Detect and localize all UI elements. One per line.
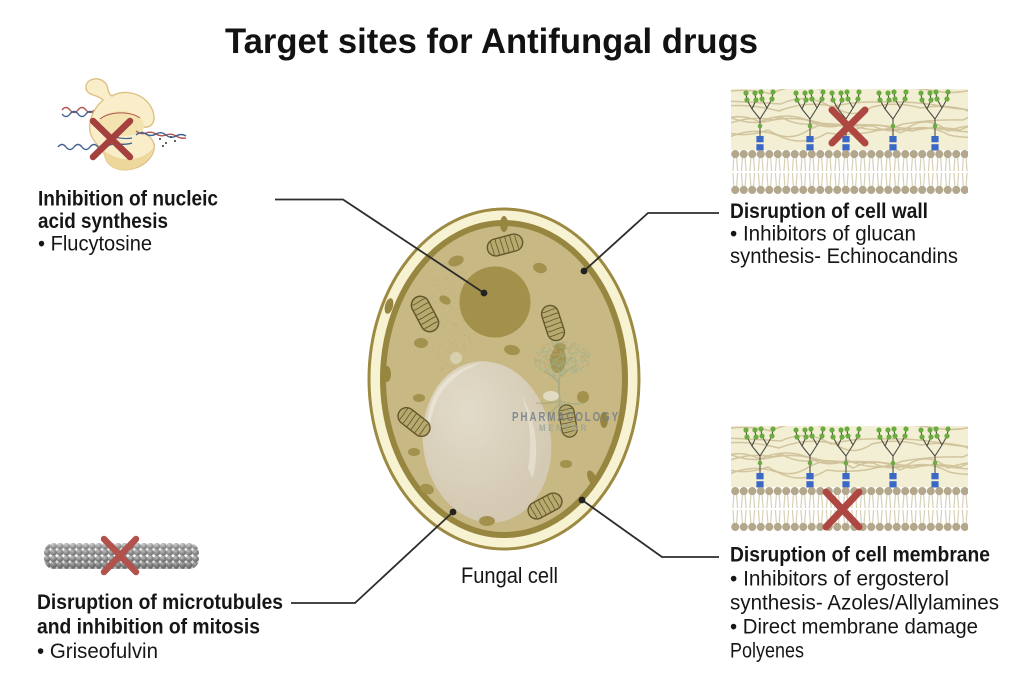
svg-text:and inhibition of mitosis: and inhibition of mitosis <box>37 616 260 639</box>
svg-text:• Direct membrane damage: • Direct membrane damage <box>730 616 978 639</box>
svg-text:Target sites for Antifungal d: Target sites for Antifungal drugs <box>225 22 758 61</box>
svg-text:MENTOR: MENTOR <box>539 423 589 433</box>
svg-text:• Inhibitors of ergosterol: • Inhibitors of ergosterol <box>730 568 949 591</box>
svg-text:Fungal cell: Fungal cell <box>461 563 558 588</box>
svg-text:acid synthesis: acid synthesis <box>38 210 168 233</box>
svg-text:• Inhibitors of glucan: • Inhibitors of glucan <box>730 223 916 246</box>
svg-text:• Flucytosine: • Flucytosine <box>38 233 152 256</box>
svg-text:synthesis- Echinocandins: synthesis- Echinocandins <box>730 245 958 268</box>
svg-text:Polyenes: Polyenes <box>730 640 804 663</box>
svg-text:PHARMACOLOGY: PHARMACOLOGY <box>512 409 620 424</box>
svg-text:synthesis- Azoles/Allylamines: synthesis- Azoles/Allylamines <box>730 592 999 615</box>
svg-text:• Griseofulvin: • Griseofulvin <box>37 640 158 663</box>
svg-text:Disruption of microtubules: Disruption of microtubules <box>37 591 283 614</box>
svg-text:Inhibition of nucleic: Inhibition of nucleic <box>38 188 218 211</box>
svg-text:Disruption of cell membrane: Disruption of cell membrane <box>730 544 990 567</box>
svg-text:Disruption of cell wall: Disruption of cell wall <box>730 200 928 223</box>
